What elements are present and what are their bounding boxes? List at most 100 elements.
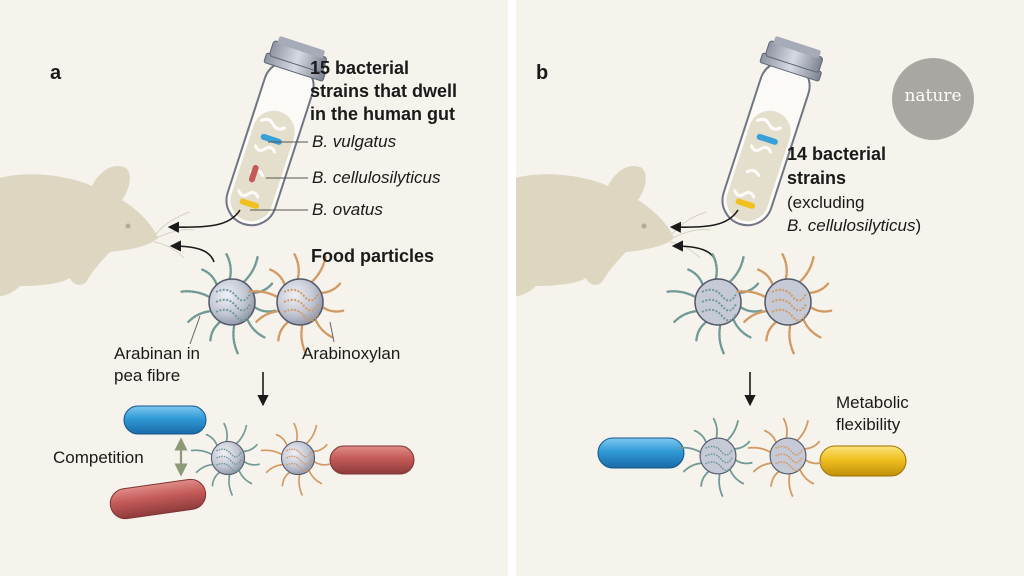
fibre-strand <box>216 462 242 473</box>
fibre-strand <box>275 433 289 448</box>
fibre-strand <box>771 308 807 322</box>
fibre-strand <box>732 440 751 450</box>
fibre-strand <box>673 309 700 324</box>
fibre-strand <box>782 417 788 440</box>
arabinan-particle <box>190 422 260 497</box>
fibre-strand <box>277 320 291 342</box>
fibre-strand <box>252 305 277 313</box>
fibre-strand <box>215 298 251 312</box>
fibre-strand <box>234 424 248 446</box>
fibre-strand <box>738 305 763 313</box>
food-to-mouse-arrow <box>169 240 215 263</box>
fibre-strand <box>677 446 703 454</box>
fibre-strand <box>701 308 737 322</box>
fibre-strand <box>705 453 733 464</box>
fibre-strand <box>765 320 779 342</box>
fibre-strand <box>281 470 292 487</box>
fibre-strand <box>237 468 253 485</box>
panel-a-title-line-3: in the human gut <box>310 104 455 124</box>
fibre-strand <box>225 253 232 282</box>
fibre-strand <box>265 463 285 474</box>
fibre-strand <box>701 288 737 302</box>
fibre-strand <box>179 290 212 299</box>
fibre-strand <box>802 440 821 450</box>
fibre-strand <box>293 253 300 282</box>
fibre-strand <box>283 308 319 322</box>
fibre-strand <box>205 433 219 448</box>
food-particles-title: Food particles <box>311 246 435 266</box>
bacterium-ovatus <box>819 445 907 477</box>
tube-to-mouse-arrow <box>669 209 739 233</box>
fibre-strand <box>247 290 280 299</box>
fibre-strand <box>245 317 266 339</box>
fibre-strand <box>781 253 788 282</box>
fibre-strand <box>752 462 774 473</box>
panel-b-title-line-1: 14 bacterial <box>787 144 887 164</box>
competition-label: Competition <box>53 448 144 467</box>
bacterium-cellulosilyticus <box>109 478 207 520</box>
fibre-strand <box>705 445 733 456</box>
fibre-strand <box>241 255 259 284</box>
strain-label-cellulosilyticus: B. cellulosilyticus <box>312 168 441 187</box>
arabinoxylan-particle <box>260 422 330 497</box>
fibre-strand <box>803 458 823 465</box>
arabinan-label-line-2: pea fibre <box>114 366 181 385</box>
fibre-strand <box>788 322 796 355</box>
fibre-strand <box>727 255 745 284</box>
strain-label-vulgatus: B. vulgatus <box>312 132 397 151</box>
fibre-strand <box>712 417 718 440</box>
fibre-strand <box>286 448 312 458</box>
nature-logo-text: nature <box>904 86 962 106</box>
test-tube <box>225 36 327 227</box>
fibre-strand <box>795 419 809 442</box>
test-tube <box>721 36 823 227</box>
fibre-strand <box>788 472 794 498</box>
fibre-strand <box>187 309 214 324</box>
fibre-strand <box>735 290 768 299</box>
fibre-strand <box>298 472 304 497</box>
bacterium-vulgatus <box>123 405 207 435</box>
arabinoxylan-particle <box>247 253 345 355</box>
fibre-strand <box>711 253 718 282</box>
fibre-strand <box>312 460 330 466</box>
fibre-strand <box>228 472 234 497</box>
fibre-strand <box>682 462 704 473</box>
excluded-strain-name: B. cellulosilyticus <box>787 216 916 235</box>
fibre-strand <box>216 448 242 458</box>
fibre-strand <box>728 467 745 485</box>
arabinoxylan-particle <box>735 253 833 355</box>
fibre-strand <box>283 298 319 312</box>
fibre-strand <box>283 288 319 302</box>
mouse-silhouette <box>516 166 674 296</box>
fibre-strand <box>241 443 258 453</box>
fibre-strand <box>693 429 708 445</box>
fibre-strand <box>260 449 284 456</box>
fibre-strand <box>775 445 803 456</box>
bacterium-vulgatus <box>597 437 685 469</box>
fibre-strand <box>687 268 705 287</box>
fibre-strand <box>797 255 815 284</box>
panel-b-illustration <box>516 36 907 498</box>
fibre-strand <box>307 468 323 485</box>
panel-a: a 15 bacterial strains that dwell in the… <box>0 0 508 576</box>
panel-a-title-line-1: 15 bacterial <box>310 58 410 78</box>
fibre-strand <box>701 298 737 312</box>
fibre-strand <box>286 462 312 473</box>
fibre-strand <box>250 282 274 295</box>
mouse-silhouette <box>0 166 158 296</box>
arabinan-particle <box>665 253 763 355</box>
panel-b-letter: b <box>536 62 549 84</box>
arabinan-particle <box>677 417 753 498</box>
fibre-strand <box>195 463 215 474</box>
panel-a-illustration <box>0 36 415 520</box>
fibre-strand <box>718 472 724 498</box>
fibre-strand <box>695 320 709 342</box>
fibre-strand <box>309 255 327 284</box>
fibre-strand <box>242 460 260 466</box>
fibre-strand <box>725 419 739 442</box>
fibre-strand <box>255 309 282 324</box>
fibre-strand <box>775 461 803 472</box>
strain-label-ovatus: B. ovatus <box>312 200 383 219</box>
fibre-strand <box>731 317 752 339</box>
result-label-line-2: flexibility <box>836 415 901 434</box>
